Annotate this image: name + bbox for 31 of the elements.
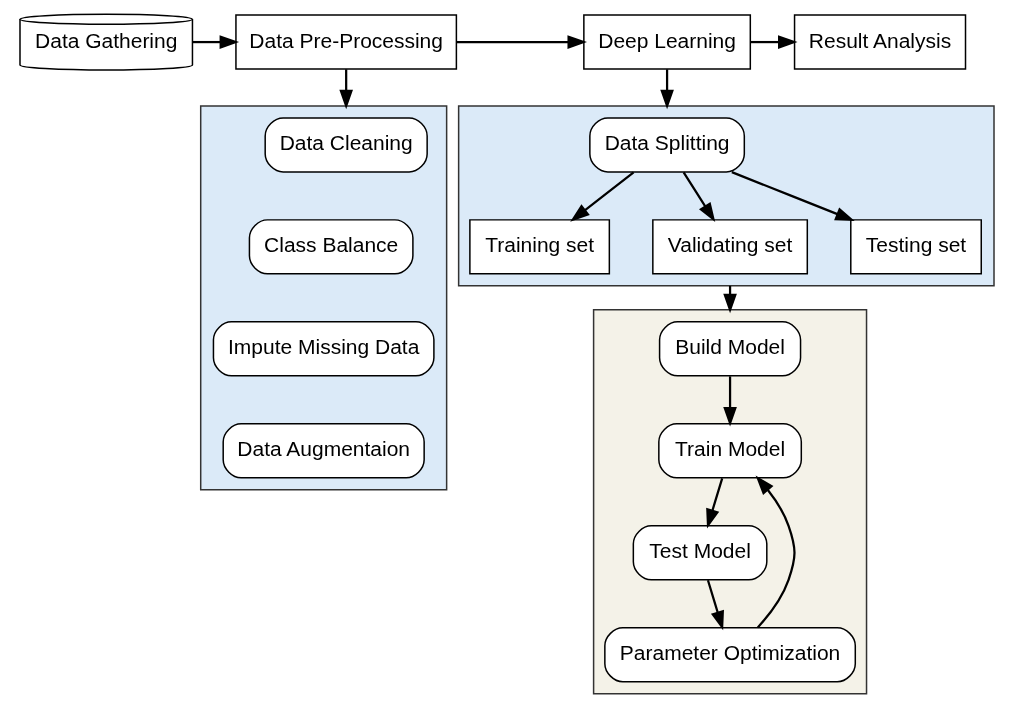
cluster bbox=[457, 105, 995, 287]
arrow bbox=[750, 35, 798, 49]
arrow bbox=[730, 171, 855, 221]
arrow bbox=[706, 579, 724, 631]
arrow bbox=[722, 285, 737, 314]
arrow bbox=[338, 69, 353, 110]
node-box: Data Cleaning bbox=[263, 117, 428, 173]
node-box: Data Augmentaion bbox=[221, 423, 425, 479]
cluster bbox=[199, 105, 447, 491]
node-box: Result Analysis bbox=[793, 14, 966, 70]
node-box: Testing set bbox=[849, 219, 982, 275]
arrow bbox=[705, 478, 723, 529]
arrow bbox=[456, 35, 587, 49]
node-box: Training set bbox=[468, 219, 610, 275]
arrow bbox=[682, 171, 715, 223]
arrow bbox=[755, 475, 796, 629]
node-box: Class Balance bbox=[248, 219, 414, 275]
node-box: Build Model bbox=[658, 321, 801, 377]
node-box: Train Model bbox=[657, 423, 802, 479]
cluster bbox=[592, 309, 867, 695]
node-box: Impute Missing Data bbox=[212, 321, 435, 377]
arrow bbox=[659, 69, 674, 110]
arrow bbox=[569, 171, 634, 222]
node-box: Test Model bbox=[632, 525, 768, 581]
arrow bbox=[722, 376, 737, 427]
node-box: Data Splitting bbox=[588, 117, 745, 173]
node-box: Parameter Optimization bbox=[603, 627, 856, 683]
arrow bbox=[191, 35, 239, 49]
node-box: Deep Learning bbox=[582, 14, 751, 70]
node-box: Validating set bbox=[651, 219, 808, 275]
node-box: Data Pre-Processing bbox=[234, 14, 457, 70]
